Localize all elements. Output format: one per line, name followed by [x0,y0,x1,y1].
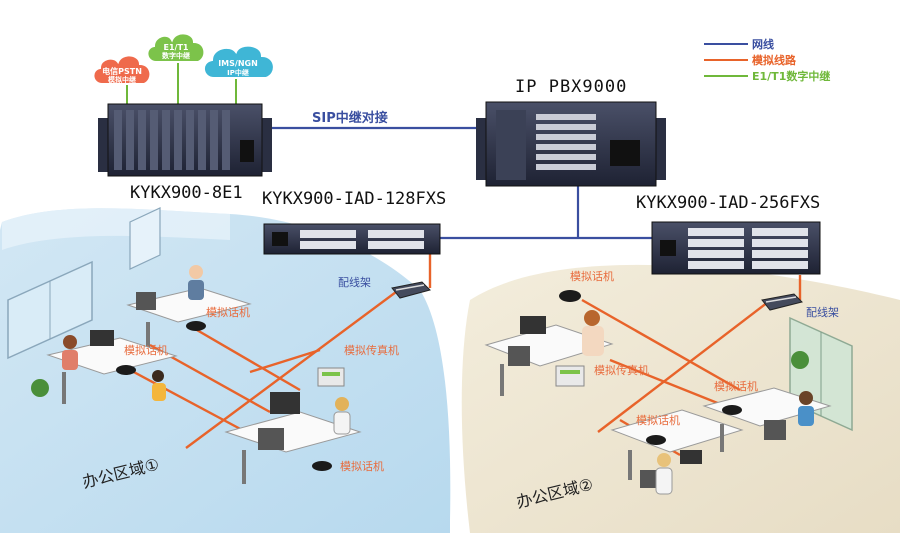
iad-128-label: KYKX900-IAD-128FXS [262,189,446,209]
zone1-floor [0,208,451,533]
cloud-pstn-line2: 模拟中继 [108,75,136,84]
zone2-phone-label-1: 模拟话机 [570,269,614,283]
zone2-equipment [508,290,786,488]
iad-256-label: KYKX900-IAD-256FXS [636,193,820,213]
kykx-8e1-device [98,103,272,177]
cloud-e1t1-icon [146,32,206,63]
monitor-icon [270,392,300,414]
fax-icon [317,367,345,387]
zone1-glass-wall [7,207,161,360]
zone1-people [31,265,351,435]
cloud-ims-icon [203,44,275,79]
cloud-ims-line2: IP中继 [227,68,249,77]
legend-network-label: 网线 [752,37,774,51]
phone-icon [312,461,332,471]
sip-trunk-label: SIP中继对接 [312,110,388,126]
ip-pbx-device [476,101,666,187]
phone-icon [646,435,666,445]
person-icon [335,397,349,411]
phone-icon [186,321,206,331]
legend-digital-label: E1/T1数字中继 [752,69,830,83]
plant-icon [791,351,809,369]
legend: 网线 模拟线路 E1/T1数字中继 [704,37,830,83]
plant-icon [31,379,49,397]
phone-icon [722,405,742,415]
zone1-fax-label: 模拟传真机 [344,343,399,357]
laptop-icon [90,330,114,346]
cloud-pstn-icon [92,54,152,85]
network-links [272,126,652,240]
person-icon [799,391,813,405]
person-icon [584,310,600,326]
zone1-phone-label-1: 模拟话机 [206,305,250,319]
person-icon [152,370,164,382]
zone1-equipment [90,292,345,471]
phone-icon [559,290,581,302]
distribution-frame-zone2-label: 配线架 [806,305,839,319]
ip-pbx-label: IP PBX9000 [515,77,627,97]
kykx-8e1-label: KYKX900-8E1 [130,183,243,203]
zone2-desks [484,324,832,480]
monitor-icon [508,346,530,366]
digital-links [126,62,237,104]
fax-icon [555,365,585,387]
zone1-phone-label-3: 模拟话机 [340,459,384,473]
zone2-phone-label-3: 模拟话机 [636,413,680,427]
zone1-phone-label-2: 模拟话机 [124,343,168,357]
cloud-pstn-line1: 电信PSTN [102,66,142,76]
iad-256-device [651,221,821,275]
cloud-ims-line1: IMS/NGN [218,59,258,68]
cloud-e1t1-line1: E1/T1 [164,43,189,52]
zone2-fax-label: 模拟传真机 [594,363,649,377]
laptop-icon [680,450,702,464]
person-icon [189,265,203,279]
laptop-icon [520,316,546,334]
zone2-people [582,310,814,495]
person-icon [63,335,77,349]
distribution-frame-zone2-icon [761,293,803,311]
cloud-e1t1-line2: 数字中继 [162,51,190,60]
monitor-icon [764,420,786,440]
zone2-phone-label-2: 模拟话机 [714,379,758,393]
monitor-icon [136,292,156,310]
person-icon [657,453,671,467]
phone-icon [116,365,136,375]
distribution-frame-zone1-icon [391,281,431,299]
iad-128-device [263,223,441,255]
distribution-frame-zone1-label: 配线架 [338,275,371,289]
zone1-wall [2,208,230,250]
monitor-icon [258,428,284,450]
legend-analog-label: 模拟线路 [752,53,797,67]
